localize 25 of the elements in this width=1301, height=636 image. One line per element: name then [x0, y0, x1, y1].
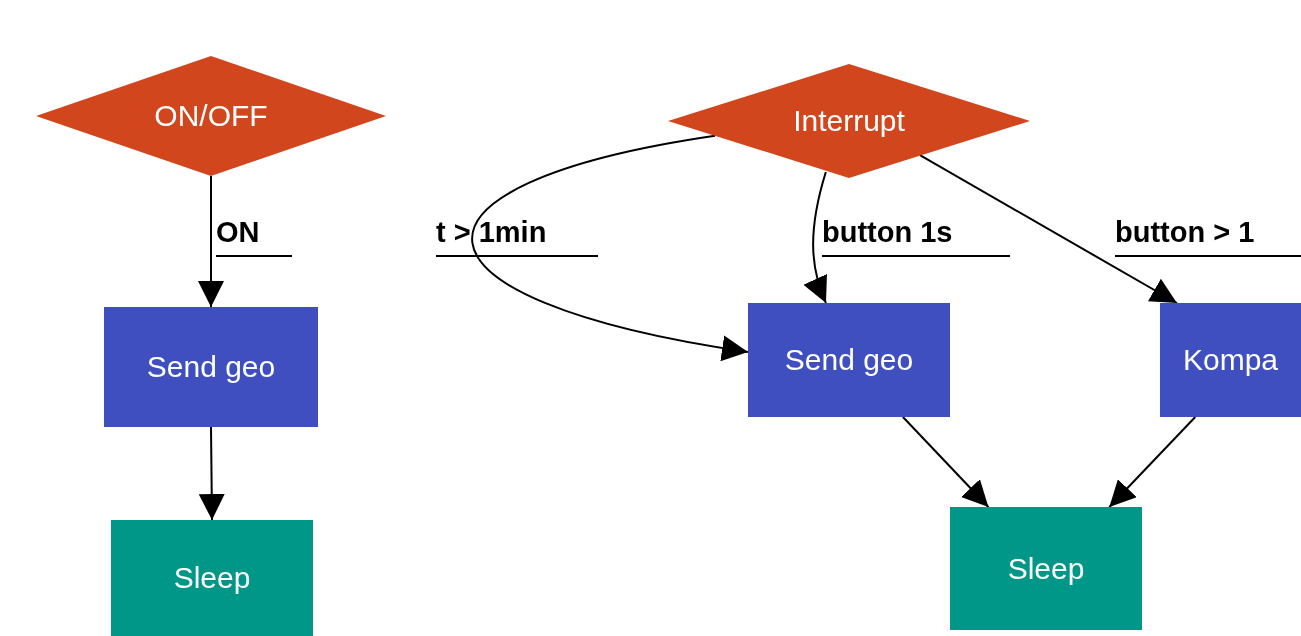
edge-label: t > 1min [436, 218, 598, 257]
end-box [950, 507, 1142, 630]
node-label: Kompa [1182, 345, 1279, 375]
node-label: Sleep [173, 563, 251, 593]
arrow [198, 175, 224, 308]
node-label: Send geo [784, 345, 914, 375]
arrow [803, 170, 828, 304]
decision-diamond [36, 56, 386, 176]
edge-label: button 1s [822, 218, 1010, 257]
arrow [918, 154, 1178, 304]
node-label: Send geo [146, 352, 276, 382]
arrow [1108, 416, 1197, 508]
decision-diamond [668, 64, 1030, 178]
end-box [111, 520, 313, 636]
arrow [198, 426, 225, 521]
process-box [104, 307, 318, 427]
node-label: Interrupt [793, 106, 905, 136]
node-label: ON/OFF [154, 101, 268, 131]
edge-label: button > 1 [1115, 218, 1301, 257]
arrow [471, 134, 749, 361]
arrow [901, 416, 990, 508]
edge-label: ON [216, 218, 292, 257]
process-box [748, 303, 950, 417]
process-box [1160, 303, 1301, 417]
node-label: Sleep [1007, 553, 1085, 584]
